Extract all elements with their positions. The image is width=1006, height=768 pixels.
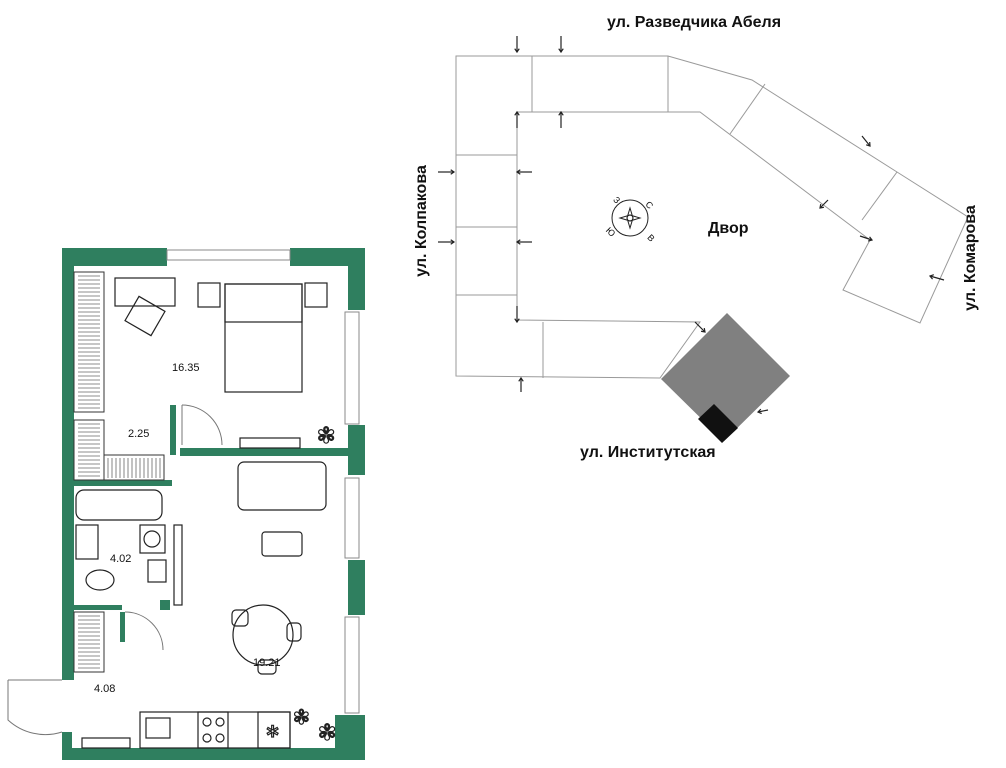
nightstand-left [197, 282, 221, 308]
arrow-head [515, 169, 521, 175]
street-east: ул. Комарова [961, 205, 979, 311]
entrance-arrow [819, 199, 829, 209]
street-west: ул. Колпакова [412, 165, 430, 277]
arrow-head [514, 318, 520, 324]
arrow-head [867, 236, 874, 242]
interior-walls [62, 405, 348, 642]
arrow-head [514, 48, 520, 54]
room-area-bathroom: 4.02 [110, 553, 132, 565]
street-south: ул. Институтская [580, 444, 716, 461]
yard-label: Двор [708, 220, 749, 237]
coffee-table [261, 531, 303, 557]
entrance-arrows [438, 36, 945, 415]
exterior-walls [62, 248, 365, 760]
svg-text:✾: ✾ [293, 707, 310, 729]
radiator [81, 737, 131, 749]
tv-unit [239, 437, 301, 449]
highlighted-building [661, 313, 790, 443]
svg-text:✾: ✾ [317, 423, 335, 448]
arrow-head [518, 376, 524, 382]
arrow-head [450, 169, 456, 175]
desk [114, 277, 176, 307]
room-area-bedroom: 16.35 [172, 362, 200, 374]
door-swings [7, 404, 223, 736]
arrow-head [700, 327, 706, 333]
arrow-head [928, 274, 934, 280]
entrance-arrow [859, 235, 873, 241]
windows [166, 249, 360, 714]
fridge [257, 711, 291, 749]
bedroom-furniture: ✾ [114, 277, 336, 449]
room-area-wardrobe: 2.25 [128, 428, 150, 440]
arrow-head [515, 239, 521, 245]
sink [75, 524, 99, 560]
entrance-arrow [861, 135, 871, 147]
svg-text:✾: ✾ [318, 720, 336, 745]
arrow-head [756, 408, 762, 415]
arrow-head [865, 141, 871, 147]
compass-rose-icon [611, 199, 649, 237]
room-area-living-kitchen: 19.21 [253, 657, 281, 669]
arrow-head [558, 110, 564, 116]
entrance-arrow [694, 321, 706, 333]
bathtub [75, 489, 163, 521]
entrance-arrow [929, 275, 945, 281]
svg-text:✲: ✲ [266, 724, 279, 741]
arrow-head [514, 110, 520, 116]
sofa [237, 461, 327, 511]
entrance-arrow [757, 409, 769, 413]
wardrobe-shelves [73, 271, 165, 673]
street-north: ул. Разведчика Абеля [607, 14, 782, 31]
nightstand-right [304, 282, 328, 308]
cooktop [197, 711, 229, 749]
dining-table [232, 604, 294, 666]
room-area-hall: 4.08 [94, 683, 116, 695]
entrance-marker [698, 404, 738, 443]
arrow-head [558, 48, 564, 54]
toilet [85, 569, 115, 591]
desk-chair [124, 295, 166, 337]
bathroom-fixtures [75, 489, 183, 606]
living-furniture: ✲ ✾ ✾ [81, 461, 337, 749]
arrow-head [819, 203, 825, 209]
washing-machine [139, 524, 166, 554]
arrow-head [450, 239, 456, 245]
